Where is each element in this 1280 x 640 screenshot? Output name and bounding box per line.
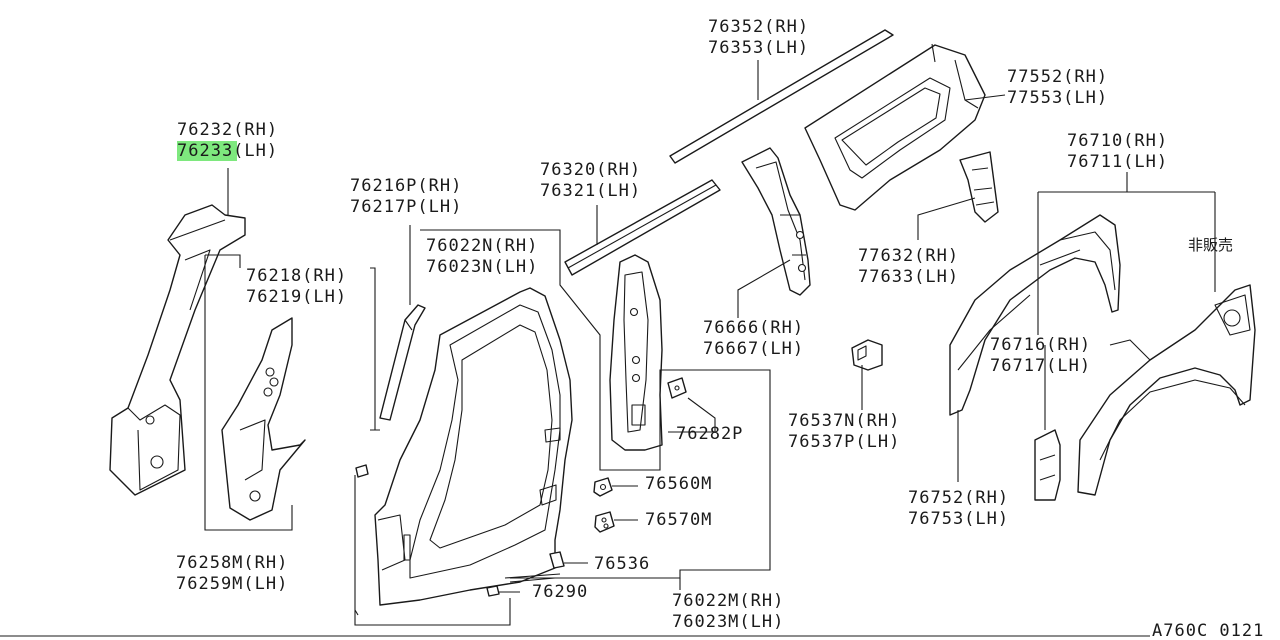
svg-text:76258M(RH): 76258M(RH): [176, 553, 288, 573]
part-rear-fender-not-for-sale[interactable]: [1077, 284, 1256, 496]
part-center-pillar[interactable]: [609, 254, 663, 451]
svg-text:76710(RH): 76710(RH): [1067, 131, 1168, 151]
svg-text:76290: 76290: [532, 582, 588, 602]
label-76752: 76752(RH) 76753(LH): [908, 488, 1009, 529]
svg-text:76217P(LH): 76217P(LH): [350, 197, 462, 217]
svg-text:76667(LH): 76667(LH): [703, 339, 804, 359]
svg-text:77553(LH): 77553(LH): [1007, 88, 1108, 108]
label-76290: 76290: [532, 582, 588, 602]
svg-text:76320(RH): 76320(RH): [540, 160, 641, 180]
label-76282p: 76282P: [676, 424, 743, 444]
svg-text:77633(LH): 77633(LH): [858, 267, 959, 287]
label-76352: 76352(RH) 76353(LH): [708, 17, 809, 58]
label-76216p: 76216P(RH) 76217P(LH): [350, 176, 462, 217]
part-roof-rail-strip[interactable]: [669, 29, 894, 164]
svg-text:76219(LH): 76219(LH): [246, 287, 347, 307]
part-clip-76282p[interactable]: [667, 377, 687, 399]
label-76022n: 76022N(RH) 76023N(LH): [426, 236, 538, 277]
label-76570m: 76570M: [645, 510, 712, 530]
svg-text:76218(RH): 76218(RH): [246, 266, 347, 286]
svg-text:76022M(RH): 76022M(RH): [672, 591, 784, 611]
label-76716: 76716(RH) 76717(LH): [990, 335, 1091, 376]
part-roof-side-rail[interactable]: [564, 179, 721, 276]
label-77552: 77552(RH) 77553(LH): [1007, 67, 1108, 108]
svg-text:76023M(LH): 76023M(LH): [672, 612, 784, 632]
svg-text:76537N(RH): 76537N(RH): [788, 411, 900, 431]
leader-lines: [204, 60, 1216, 626]
svg-text:76022N(RH): 76022N(RH): [426, 236, 538, 256]
svg-text:76666(RH): 76666(RH): [703, 318, 804, 338]
part-pillar-strip[interactable]: [379, 304, 426, 421]
part-body-side-outer[interactable]: [374, 287, 573, 606]
label-76258m: 76258M(RH) 76259M(LH): [176, 553, 288, 594]
svg-text:76216P(RH): 76216P(RH): [350, 176, 462, 196]
label-76666: 76666(RH) 76667(LH): [703, 318, 804, 359]
svg-text:76259M(LH): 76259M(LH): [176, 574, 288, 594]
part-pillar-reinforcement[interactable]: [221, 317, 306, 521]
label-77632: 77632(RH) 77633(LH): [858, 246, 959, 287]
svg-text:77552(RH): 77552(RH): [1007, 67, 1108, 87]
svg-text:76536: 76536: [594, 554, 650, 574]
label-76022m: 76022M(RH) 76023M(LH): [672, 591, 784, 632]
svg-text:76560M: 76560M: [645, 474, 712, 494]
not-for-sale-label: 非販売: [1188, 236, 1233, 254]
svg-text:76352(RH): 76352(RH): [708, 17, 809, 37]
part-small-piece-76258m[interactable]: [355, 464, 369, 478]
part-rear-pillar-inner[interactable]: [741, 147, 811, 296]
svg-text:76233(LH): 76233(LH): [177, 141, 278, 161]
svg-text:76752(RH): 76752(RH): [908, 488, 1009, 508]
svg-text:76717(LH): 76717(LH): [990, 356, 1091, 376]
part-rear-quarter-window-panel[interactable]: [804, 43, 986, 211]
label-76218: 76218(RH) 76219(LH): [246, 266, 347, 307]
svg-text:76570M: 76570M: [645, 510, 712, 530]
svg-text:76023N(LH): 76023N(LH): [426, 257, 538, 277]
svg-text:76753(LH): 76753(LH): [908, 509, 1009, 529]
part-small-bracket[interactable]: [851, 339, 883, 371]
label-76560m: 76560M: [645, 474, 712, 494]
figure-code: A760C 0121: [1152, 621, 1264, 640]
part-front-pillar-upper[interactable]: [109, 204, 246, 496]
label-76320: 76320(RH) 76321(LH): [540, 160, 641, 201]
label-76537n: 76537N(RH) 76537P(LH): [788, 411, 900, 452]
part-grommet-76560m[interactable]: [593, 477, 613, 497]
label-76710: 76710(RH) 76711(LH): [1067, 131, 1168, 172]
part-rear-pillar-bracket[interactable]: [959, 151, 999, 223]
svg-text:76716(RH): 76716(RH): [990, 335, 1091, 355]
part-clip-76536[interactable]: [549, 551, 565, 569]
part-clip-76290[interactable]: [486, 573, 561, 597]
svg-text:76232(RH): 76232(RH): [177, 120, 278, 140]
part-wheel-arch-extension[interactable]: [1034, 429, 1061, 501]
part-rear-wheel-house-outer[interactable]: [949, 214, 1121, 416]
label-76536: 76536: [594, 554, 650, 574]
svg-text:76321(LH): 76321(LH): [540, 181, 641, 201]
svg-text:77632(RH): 77632(RH): [858, 246, 959, 266]
highlight-mark: [177, 141, 237, 161]
svg-text:76711(LH): 76711(LH): [1067, 152, 1168, 172]
label-76232: 76232(RH) 76233(LH): [177, 120, 278, 161]
svg-text:76537P(LH): 76537P(LH): [788, 432, 900, 452]
part-grommet-76570m[interactable]: [594, 511, 615, 533]
svg-text:76282P: 76282P: [676, 424, 743, 444]
svg-text:76353(LH): 76353(LH): [708, 38, 809, 58]
